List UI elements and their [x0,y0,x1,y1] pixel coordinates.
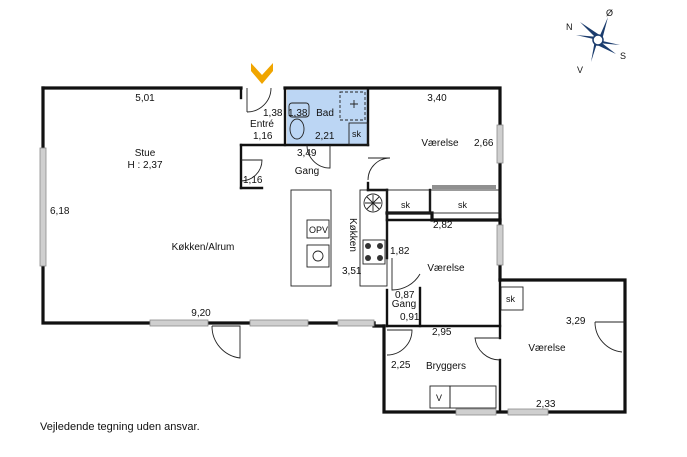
room-stue: Stue [135,148,156,159]
dim-bad-width: 1,38 [288,108,308,119]
label-sk-v1-b: sk [458,200,468,210]
dim-v3-width: 2,33 [536,399,556,410]
door-v3 [474,337,501,361]
dim-entre-width: 1,38 [263,108,283,119]
room-entre: Entré [250,119,274,130]
dim-gang-mid-depth: 0,91 [400,312,420,323]
room-kokken-alrum: Køkken/Alrum [172,242,235,253]
label-v: V [436,393,442,403]
entrance-arrow-icon [251,63,273,84]
compass-icon: N Ø S V [566,8,626,75]
disclaimer-text: Vejledende tegning uden ansvar. [40,421,200,433]
utility-counter [449,385,497,409]
dim-stue-depth: 6,18 [50,206,70,217]
door-entrance [246,87,272,113]
compass-v: V [577,65,583,75]
door-bryggers [386,329,413,356]
window-v1-east [496,124,504,164]
kitchen-counter [359,189,388,287]
dim-gang-depth: 1,16 [243,175,263,186]
dim-v1-width: 3,40 [427,93,447,104]
room-bryggers: Bryggers [426,361,466,372]
dim-kokken-width: 3,51 [342,266,362,277]
compass-n: N [566,22,573,32]
windows [39,124,549,416]
wardrobe-bad [348,122,369,146]
bathroom-fixtures [288,91,366,140]
dim-stue-width: 5,01 [135,93,155,104]
dim-gang-mid-width: 0,87 [395,290,415,301]
window-south-2 [249,319,309,327]
label-opv: OPV [309,225,328,235]
room-vaerelse-1: Værelse [421,138,459,149]
door-v3-outside [594,321,625,353]
dim-entre-depth: 1,16 [253,131,273,142]
dim-v1-depth: 2,66 [474,138,494,149]
room-stue-height: H : 2,37 [127,160,162,171]
room-bad: Bad [316,108,334,119]
door-gang-v1 [367,157,391,181]
dim-gang-width: 3,49 [297,148,317,159]
room-vaerelse-2: Værelse [427,263,465,274]
door-stue-gang [240,159,263,182]
dimension-labels: 5,01 6,18 9,20 1,38 1,16 1,38 2,21 3,49 … [50,93,586,410]
kitchen-island [290,189,332,287]
dim-v2-depth: 1,82 [390,246,410,257]
window-south-1 [149,319,209,327]
window-bryggers-south [455,408,497,416]
door-v2 [391,258,421,291]
window-v2-east [496,224,504,266]
window-stue-west [39,147,47,267]
dim-v3-depth: 3,29 [566,316,586,327]
dim-v2-width: 2,82 [433,220,453,231]
dim-alrum-width: 9,20 [191,308,211,319]
room-kokken: Køkken [347,218,358,252]
label-sk-v3: sk [506,294,516,304]
dim-bryggers-width: 2,95 [432,327,452,338]
dim-bryggers-depth: 2,25 [391,360,411,371]
door-terrace [211,325,241,359]
dim-bad-depth: 2,21 [315,131,335,142]
door-bad [306,144,331,169]
room-vaerelse-3: Værelse [528,343,566,354]
room-gang-mid: Gang [392,299,416,310]
wardrobe-v3 [500,286,524,311]
window-south-3 [337,319,375,327]
doors [211,87,625,361]
bathroom-area [287,90,367,145]
fixture-labels: OPV sk sk sk sk V [309,129,516,403]
compass-o: Ø [606,8,613,18]
room-gang-top: Gang [295,166,319,177]
label-sk-bad: sk [352,129,362,139]
window-v3-south [507,408,549,416]
room-labels: Stue H : 2,37 Entré Bad Gang Køkken/Alru… [127,108,566,372]
label-sk-v1-a: sk [401,200,411,210]
compass-s: S [620,51,626,61]
